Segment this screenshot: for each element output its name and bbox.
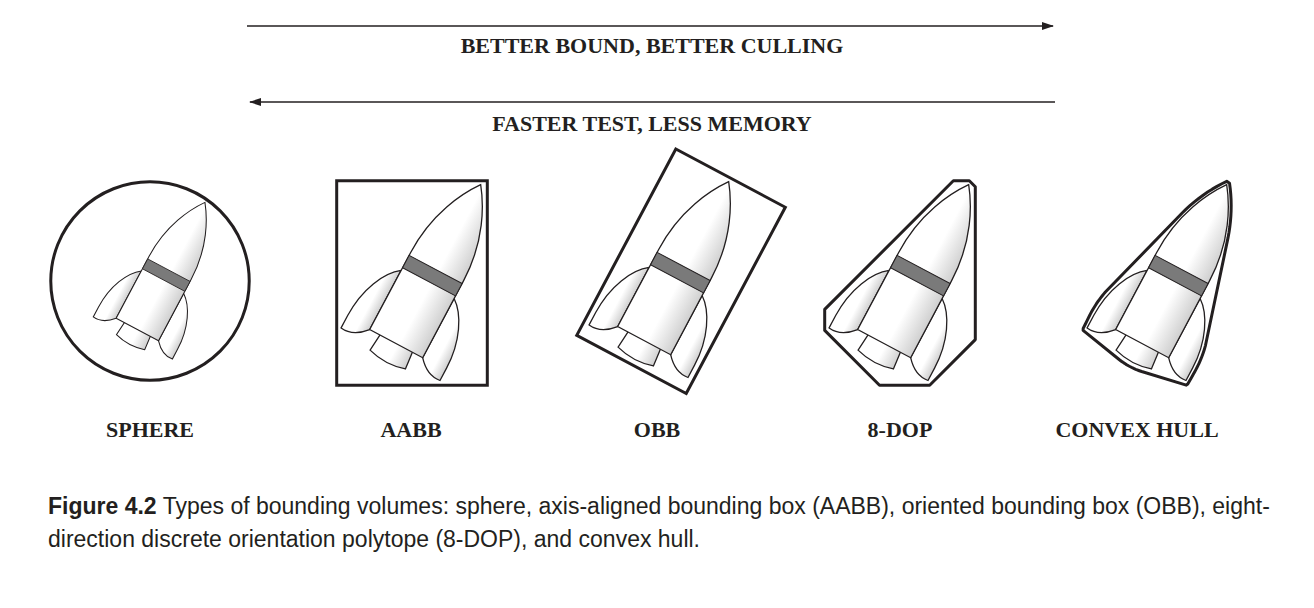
arrow-line	[250, 101, 1055, 103]
axis-label: FASTER TEST, LESS MEMORY	[492, 112, 812, 136]
rocket-figure	[90, 181, 245, 365]
volume-label: SPHERE	[106, 418, 194, 442]
sphere-figure	[51, 181, 249, 380]
rocket-figure	[337, 158, 530, 388]
obb-figure	[577, 149, 786, 394]
dop-figure	[825, 158, 1018, 388]
volume-label: CONVEX HULL	[1055, 418, 1218, 442]
aabb-figure	[337, 158, 530, 388]
axis-label: BETTER BOUND, BETTER CULLING	[461, 34, 844, 58]
figures	[51, 149, 1276, 394]
bounding-obb	[577, 149, 786, 394]
rocket-figure	[585, 155, 778, 385]
volume-label: OBB	[634, 418, 680, 442]
volume-label: 8-DOP	[868, 418, 933, 442]
figure-caption: Figure 4.2 Types of bounding volumes: sp…	[48, 490, 1288, 557]
bounding-sphere	[51, 182, 249, 380]
volume-label: AABB	[380, 418, 441, 442]
rocket-figure	[825, 158, 1018, 388]
hull-figure	[1083, 158, 1276, 388]
arrow-line	[247, 25, 1053, 27]
rocket-figure	[1083, 158, 1276, 388]
